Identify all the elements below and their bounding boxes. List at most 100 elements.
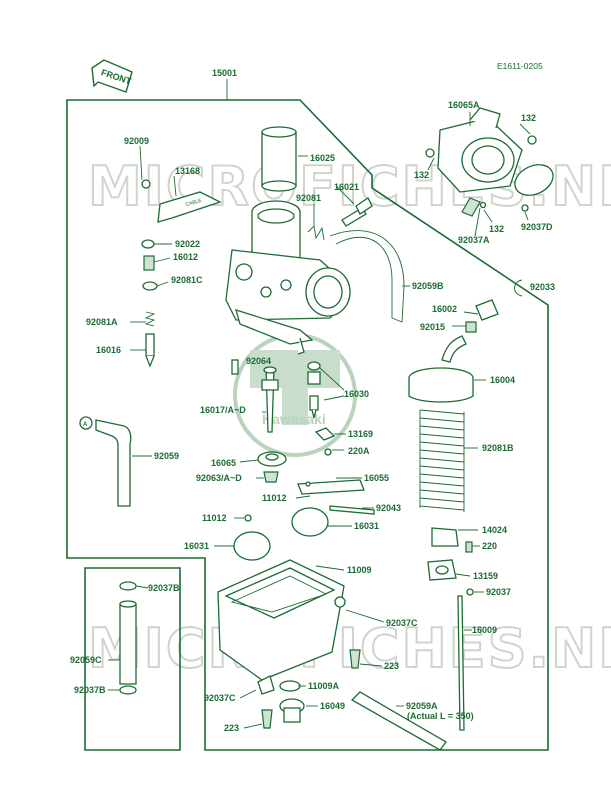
part-number-label: 13159	[473, 571, 498, 581]
part-labels: 16065A13213213292037A92037D9203392009131…	[70, 100, 555, 733]
part-number-label: 92081A	[86, 317, 118, 327]
hose-92059b-part	[329, 230, 405, 323]
part-number-label: 92033	[530, 282, 555, 292]
part-number-label: 16065	[211, 458, 236, 468]
part-number-label: 92037D	[521, 222, 553, 232]
part-number-label: 92015	[420, 322, 445, 332]
logo-text: Kawasaki	[262, 411, 326, 427]
oring-92037-part	[466, 588, 474, 596]
part-number-label: 92037	[486, 587, 511, 597]
bracket-part: CABLE	[141, 179, 222, 223]
needle-jet-stack-part	[141, 239, 158, 368]
jet-needle-part	[231, 359, 279, 433]
part-number-label: 16055	[364, 473, 389, 483]
locknut-part	[465, 321, 477, 333]
part-number-label: 220A	[348, 446, 370, 456]
svg-text:CABLE: CABLE	[185, 198, 203, 208]
part-number-label: 16025	[310, 153, 335, 163]
screw-220-part	[465, 541, 473, 553]
part-number-label: 16021	[334, 182, 359, 192]
carb-top-part	[408, 335, 474, 403]
pin-part	[329, 505, 375, 515]
part-number-label: 92037B	[148, 583, 180, 593]
hose-92059c-part	[119, 581, 137, 695]
part-number-label: 92059A	[406, 701, 438, 711]
gasket-part	[279, 680, 301, 692]
part-number-label: 223	[384, 661, 399, 671]
jet-holder-part	[257, 451, 287, 483]
hose-clamp-part	[514, 164, 554, 196]
watermark-bottom: MICROFICHES.NET	[88, 617, 611, 680]
part-number-label: 132	[521, 113, 536, 123]
part-number-label: 16065A	[448, 100, 480, 110]
part-number-label: 92081B	[482, 443, 514, 453]
clip-92033-part	[514, 279, 523, 297]
part-number-label: 92081C	[171, 275, 203, 285]
assembly-number: 15001	[212, 68, 237, 78]
part-number-label: 16030	[344, 389, 369, 399]
part-number-label: 92022	[175, 239, 200, 249]
clamp-screw-part	[461, 197, 481, 217]
bowl-screw-part	[261, 649, 361, 729]
part-number-label: 92037A	[458, 235, 490, 245]
part-number-label: 16004	[490, 375, 515, 385]
part-number-label: 16031	[354, 521, 379, 531]
leader-lines	[108, 112, 531, 729]
part-number-label: 92063/A~D	[196, 473, 242, 483]
part-number-label: 16031	[184, 541, 209, 551]
part-number-label: 92009	[124, 136, 149, 146]
part-number-label: 13169	[348, 429, 373, 439]
hose-92059a-part	[350, 691, 447, 751]
part-number-label: 132	[414, 170, 429, 180]
needle-holder-part	[431, 527, 459, 547]
part-number-label: 16002	[432, 304, 457, 314]
part-number-label: 92081	[296, 193, 321, 203]
pilot-jet-part	[307, 361, 321, 419]
front-arrow-icon: FRONT	[91, 59, 133, 93]
idle-screw-part	[307, 197, 373, 241]
plate-part	[297, 479, 365, 495]
part-number-label: 132	[489, 224, 504, 234]
part-number-label: 16009	[472, 625, 497, 635]
drain-plug-part	[279, 698, 305, 723]
spare-hose-box	[84, 567, 181, 751]
air-duct-part	[425, 107, 537, 193]
throttle-valve-part	[427, 559, 457, 581]
part-number-label: 13168	[175, 166, 200, 176]
part-number-label: (Actual L = 350)	[407, 711, 474, 721]
part-number-label: 92064	[246, 356, 271, 366]
part-number-label: 14024	[482, 525, 507, 535]
assembly-outline	[66, 99, 549, 751]
throttle-spring-part	[419, 409, 465, 512]
part-number-label: 11009	[347, 565, 372, 575]
part-number-label: 16016	[96, 345, 121, 355]
part-number-label: 92059	[154, 451, 179, 461]
part-number-label: 92037C	[386, 618, 418, 628]
part-number-label: 92037C	[204, 693, 236, 703]
part-number-label: 223	[224, 723, 239, 733]
part-number-label: 92037B	[74, 685, 106, 695]
kawasaki-logo: Kawasaki	[233, 333, 357, 457]
clip-part	[314, 427, 336, 441]
float-part	[233, 507, 329, 561]
needle-16009-part	[457, 595, 465, 731]
part-number-label: 92059C	[70, 655, 102, 665]
part-number-label: 92043	[376, 503, 401, 513]
hose-92059-part: A	[79, 416, 132, 507]
diagram-code: E1611-0205	[497, 61, 543, 71]
part-number-label: 16017/A~D	[200, 405, 246, 415]
part-number-label: 220	[482, 541, 497, 551]
cable-adjuster-part	[475, 299, 499, 321]
svg-text:A: A	[83, 422, 88, 428]
cap-tube-part	[261, 126, 297, 192]
part-number-label: 11012	[262, 493, 287, 503]
float-bowl-part	[217, 559, 346, 695]
part-number-label: 11012	[202, 513, 227, 523]
part-number-label: 16049	[320, 701, 345, 711]
part-number-label: 11009A	[308, 681, 340, 691]
part-number-label: 16012	[173, 252, 198, 262]
part-number-label: 92059B	[412, 281, 444, 291]
carburetor-body-part	[225, 200, 351, 355]
